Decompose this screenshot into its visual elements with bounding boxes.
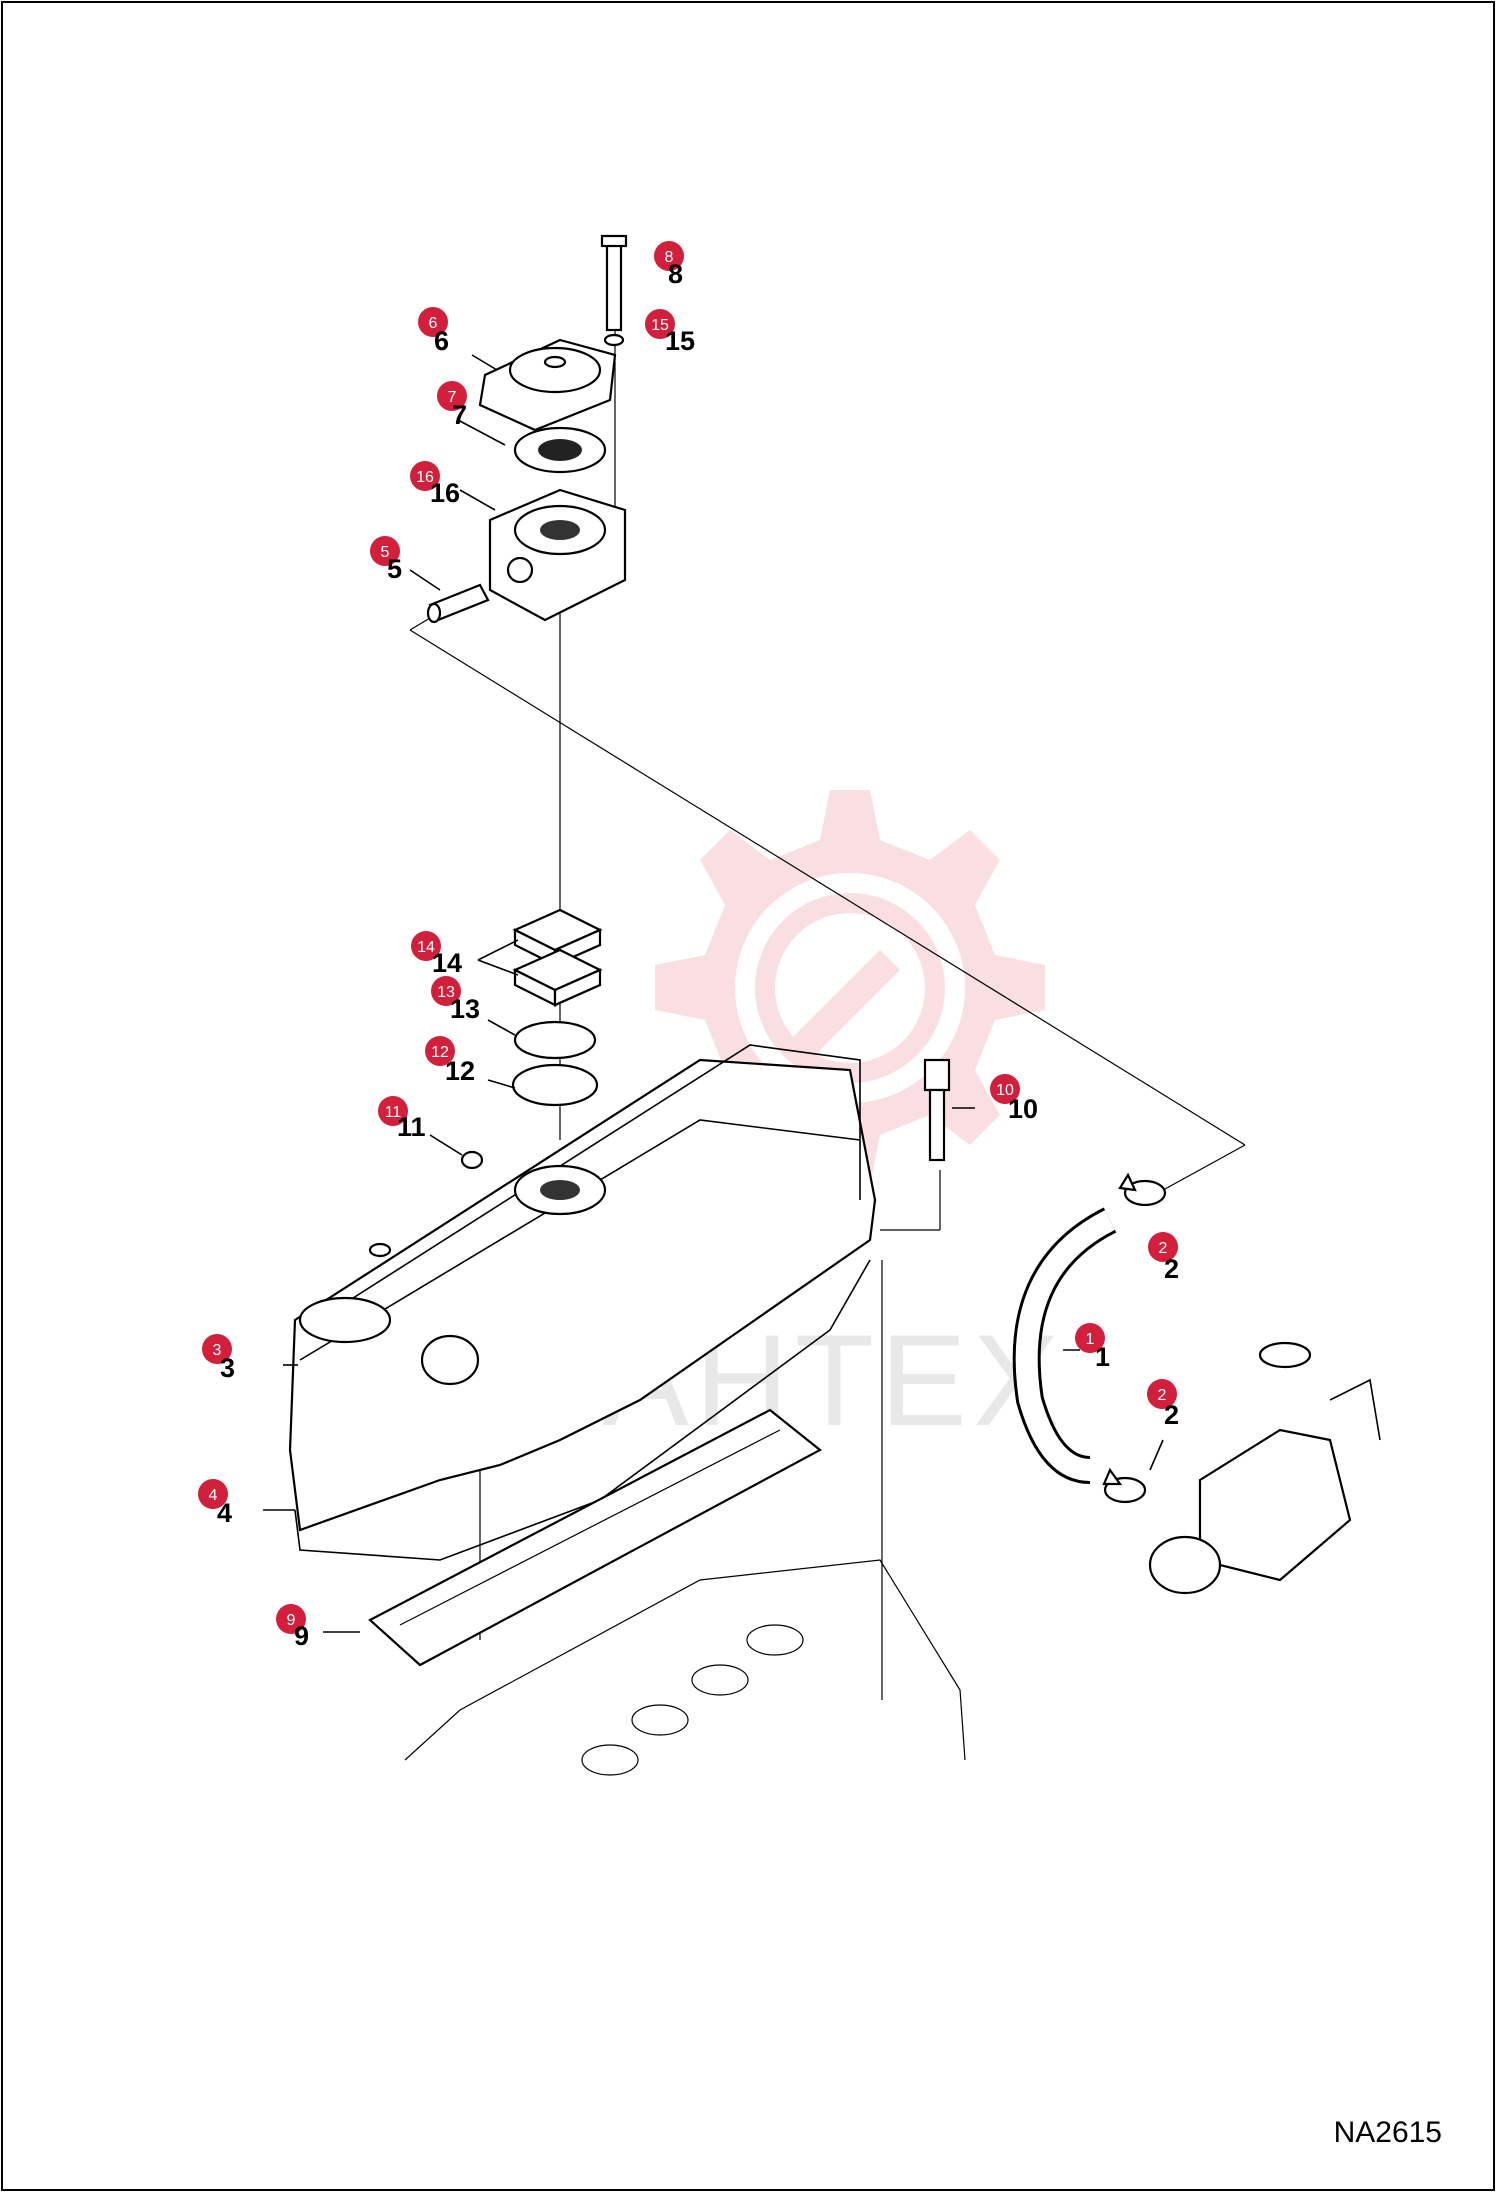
callout-3[interactable]: 3 3 <box>202 1334 235 1383</box>
svg-text:7: 7 <box>448 389 457 406</box>
stud-bolt-part <box>923 1058 951 1162</box>
svg-text:3: 3 <box>220 1353 235 1383</box>
breather-body-part <box>488 488 627 622</box>
svg-text:15: 15 <box>651 317 669 334</box>
svg-text:5: 5 <box>381 544 390 561</box>
callout-5[interactable]: 5 5 <box>370 536 402 584</box>
washer-part <box>603 333 625 347</box>
callout-11[interactable]: 11 11 <box>378 1096 426 1142</box>
svg-text:2: 2 <box>1159 1240 1168 1257</box>
filter-element-part <box>512 908 603 1007</box>
callout-leaders <box>263 269 1164 1633</box>
callout-7[interactable]: 7 7 <box>437 381 467 430</box>
svg-text:1: 1 <box>1086 1331 1095 1348</box>
callout-9[interactable]: 9 9 <box>276 1604 309 1651</box>
diaphragm-part <box>513 426 607 474</box>
svg-text:5: 5 <box>387 554 402 584</box>
svg-text:14: 14 <box>417 939 435 956</box>
svg-text:9: 9 <box>287 1612 296 1629</box>
clamp-part-lower <box>1102 1467 1147 1504</box>
svg-text:7: 7 <box>452 400 467 430</box>
svg-text:1: 1 <box>1095 1342 1110 1372</box>
plate-part <box>368 1408 822 1667</box>
callout-14[interactable]: 14 14 <box>411 931 462 978</box>
clamp-part-upper <box>1118 1172 1167 1207</box>
svg-text:10: 10 <box>996 1082 1014 1099</box>
callout-4[interactable]: 4 4 <box>198 1479 232 1528</box>
svg-text:6: 6 <box>434 326 449 356</box>
plug-part <box>460 1150 484 1170</box>
svg-text:4: 4 <box>217 1498 232 1528</box>
gasket-part <box>294 1259 871 1561</box>
callout-12[interactable]: 12 12 <box>425 1036 475 1086</box>
callout-1[interactable]: 1 1 <box>1075 1323 1110 1372</box>
svg-text:2: 2 <box>1158 1387 1167 1404</box>
svg-text:14: 14 <box>432 948 462 978</box>
svg-text:13: 13 <box>450 994 480 1024</box>
svg-text:4: 4 <box>209 1487 218 1504</box>
svg-text:6: 6 <box>429 315 438 332</box>
callout-10[interactable]: 10 10 <box>990 1074 1038 1124</box>
ring-part <box>513 1020 597 1060</box>
breather-cover-part <box>478 338 617 432</box>
svg-text:8: 8 <box>665 249 674 266</box>
svg-text:8: 8 <box>668 259 683 289</box>
callout-16[interactable]: 16 16 <box>410 461 460 508</box>
bolt-part <box>600 234 628 332</box>
svg-text:11: 11 <box>385 1104 402 1121</box>
thermostat-housing-part <box>1148 1341 1381 1595</box>
callout-8[interactable]: 8 8 <box>654 241 684 289</box>
callout-6[interactable]: 6 6 <box>418 307 449 356</box>
svg-text:11: 11 <box>397 1112 426 1142</box>
callout-2-lower[interactable]: 2 2 <box>1147 1379 1179 1430</box>
svg-text:15: 15 <box>665 326 695 356</box>
callout-2-upper[interactable]: 2 2 <box>1148 1232 1179 1284</box>
engine-head-outline <box>404 1559 966 1776</box>
svg-text:9: 9 <box>294 1621 309 1651</box>
svg-text:2: 2 <box>1164 1400 1179 1430</box>
svg-text:16: 16 <box>416 469 434 486</box>
svg-text:3: 3 <box>213 1342 222 1359</box>
rocker-cover-part <box>288 1044 877 1532</box>
svg-text:12: 12 <box>445 1056 475 1086</box>
o-ring-part <box>511 1063 599 1107</box>
drawing-code: NA2615 <box>1333 2116 1442 2149</box>
pipe-part <box>426 583 490 624</box>
svg-text:12: 12 <box>431 1044 449 1061</box>
callout-15[interactable]: 15 15 <box>645 309 695 356</box>
svg-text:13: 13 <box>437 984 455 1001</box>
svg-text:16: 16 <box>430 478 460 508</box>
svg-text:2: 2 <box>1164 1254 1179 1284</box>
callout-13[interactable]: 13 13 <box>431 976 480 1024</box>
svg-text:10: 10 <box>1008 1094 1038 1124</box>
